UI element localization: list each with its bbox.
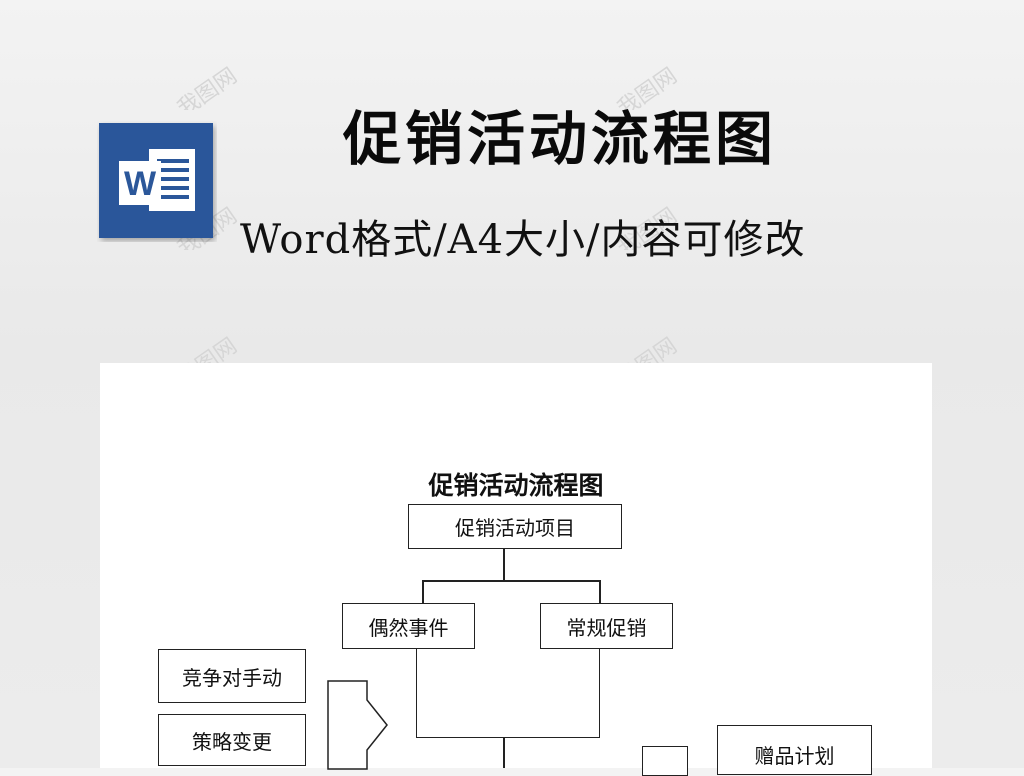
box-competitor-action: 竞争对手动 (158, 649, 306, 703)
page-subtitle: Word格式/A4大小/内容可修改 (240, 217, 806, 263)
merge-connector (416, 648, 600, 738)
svg-text:我图网: 我图网 (173, 64, 241, 110)
box-strategy-change: 策略变更 (158, 714, 306, 766)
partial-box (642, 746, 688, 776)
flowchart-title: 促销活动流程图 (428, 471, 604, 500)
page-title: 促销活动流程图 (342, 105, 777, 173)
connector-line (422, 580, 600, 582)
connector-line (422, 580, 424, 604)
word-document-icon: W (99, 123, 213, 238)
right-arrow-icon (327, 680, 388, 770)
box-occasional-events: 偶然事件 (342, 603, 475, 649)
svg-text:W: W (124, 165, 157, 203)
box-promotion-items: 促销活动项目 (408, 504, 622, 549)
box-regular-promotion: 常规促销 (540, 603, 673, 649)
connector-line (599, 580, 601, 604)
box-gift-plan: 赠品计划 (717, 725, 872, 775)
connector-line (503, 548, 505, 580)
connector-line (503, 737, 505, 768)
watermark-logo: 我图网 (173, 64, 241, 110)
